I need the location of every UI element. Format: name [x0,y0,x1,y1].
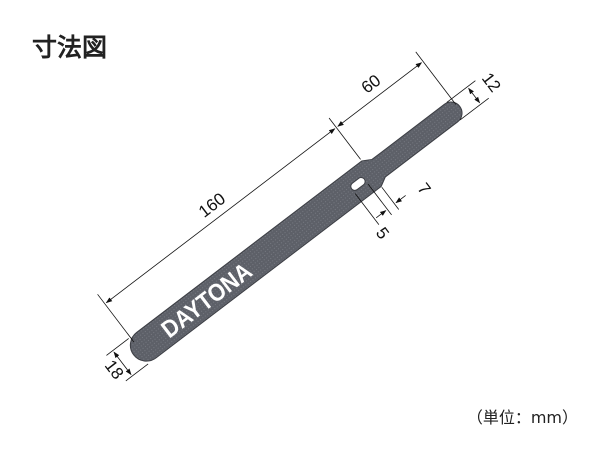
dim-5: 5 [372,224,393,243]
dim-18: 18 [101,356,128,383]
unit-note: （単位：mm） [466,408,578,427]
dim-160: 160 [195,189,229,221]
dim-60: 60 [358,71,385,98]
dim-7: 7 [414,179,435,198]
page-title: 寸法図 [32,33,108,62]
strap-slot [350,177,366,191]
brand-logo: DAYTONA [156,257,257,343]
dim-12: 12 [478,69,505,96]
